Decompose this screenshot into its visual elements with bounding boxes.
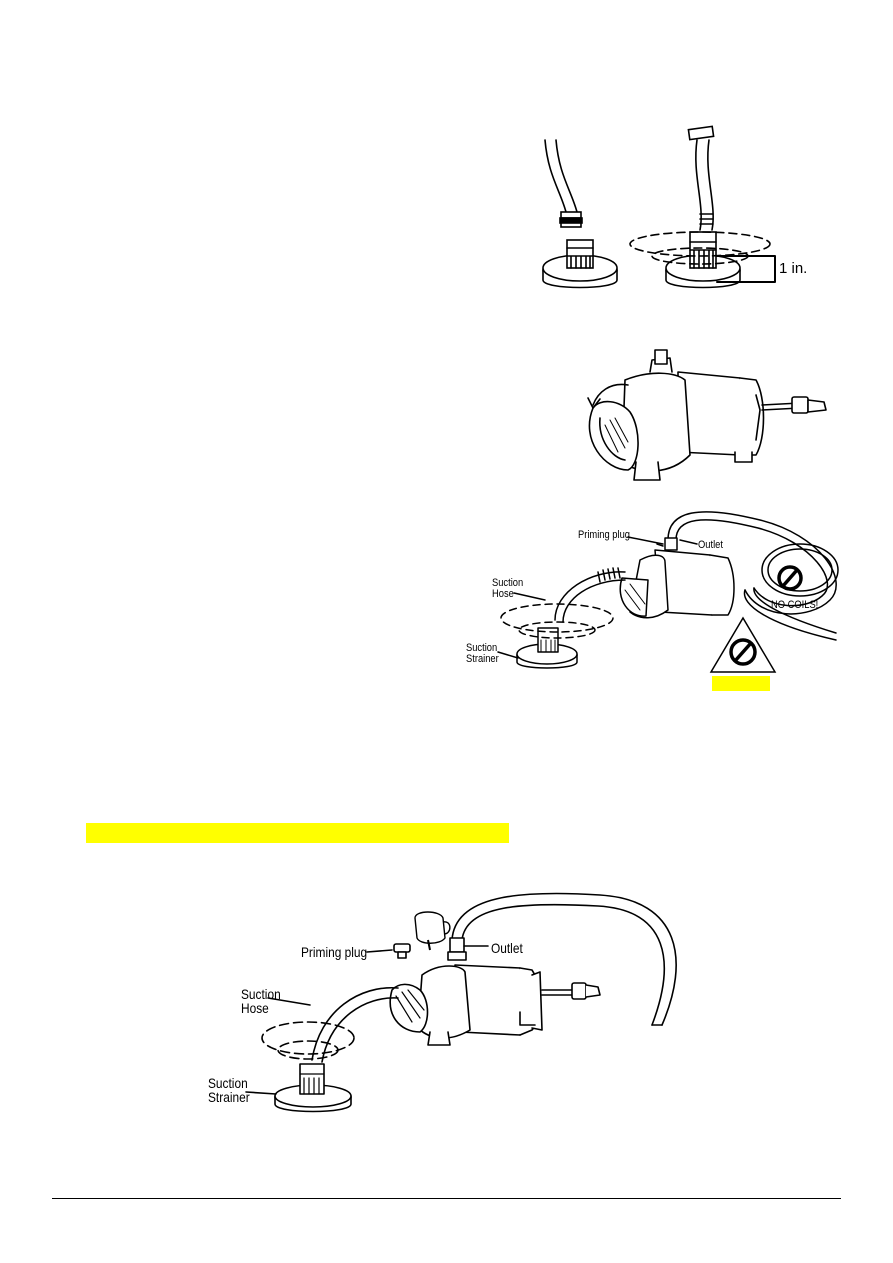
suction-hose-label-2: Suction Hose <box>241 987 281 1015</box>
highlight-bar <box>86 823 509 843</box>
warning-triangle-icon <box>709 616 777 673</box>
measure-label: 1 in. <box>779 260 808 277</box>
prohibition-icon <box>777 565 803 591</box>
suction-strainer-label-2-line2: Strainer <box>208 1089 250 1105</box>
warning-highlight-box <box>712 676 770 691</box>
suction-strainer-label-2: Suction Strainer <box>208 1076 250 1104</box>
suction-hose-label-line2: Hose <box>492 588 514 600</box>
suction-strainer-label-line1: Suction <box>466 642 498 654</box>
suction-hose-label-2-line1: Suction <box>241 986 281 1002</box>
priming-plug-label: Priming plug <box>578 529 630 541</box>
no-coils-label: NO COILS! <box>771 599 819 611</box>
outlet-label: Outlet <box>698 539 723 551</box>
suction-hose-label-2-line2: Hose <box>241 1000 269 1016</box>
suction-strainer-label-2-line1: Suction <box>208 1075 248 1091</box>
water-pitcher-icon <box>414 911 451 951</box>
footer-rule <box>52 1198 841 1199</box>
suction-strainer-label-line2: Strainer <box>466 653 499 665</box>
suction-strainer-label: Suction Strainer <box>466 643 499 665</box>
priming-plug-label-2: Priming plug <box>301 944 368 960</box>
suction-hose-label: Suction Hose <box>492 578 523 600</box>
suction-hose-label-line1: Suction <box>492 577 524 589</box>
outlet-label-2: Outlet <box>491 940 523 956</box>
